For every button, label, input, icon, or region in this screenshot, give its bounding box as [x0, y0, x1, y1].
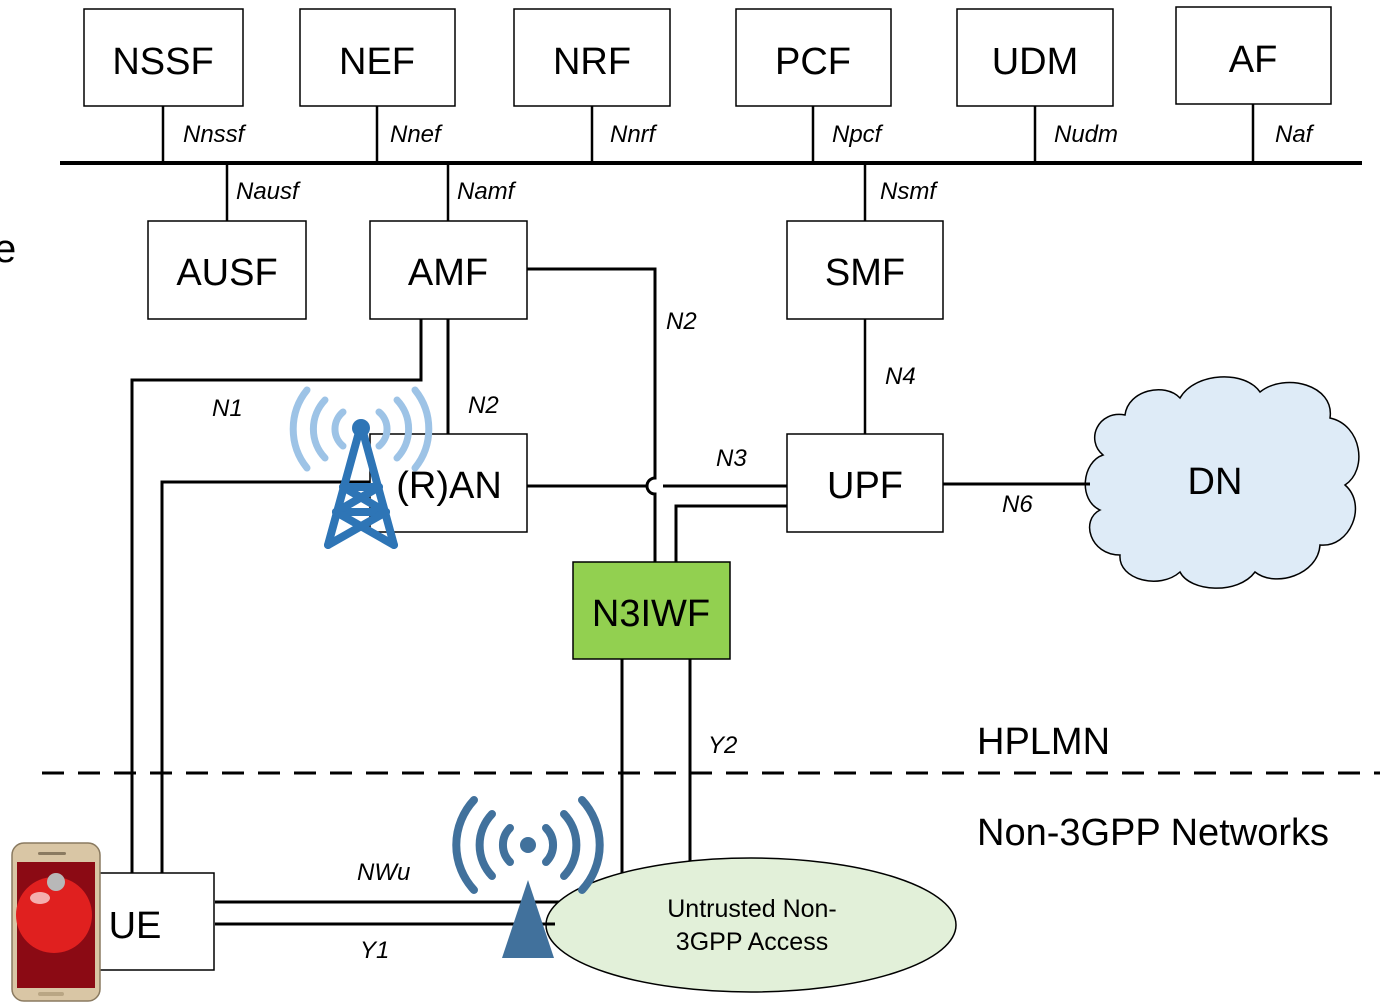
namf-label: Namf — [457, 178, 517, 205]
untrusted-access-label-line2: 3GPP Access — [676, 928, 828, 956]
smf-node: SMF — [786, 220, 944, 320]
nudm-label: Nudm — [1054, 121, 1118, 148]
nausf-label: Nausf — [236, 178, 301, 205]
nnef-label: Nnef — [390, 121, 443, 148]
n1-label: N1 — [212, 395, 243, 422]
nsmf-label: Nsmf — [880, 178, 938, 205]
cropped-edge-text: e — [0, 227, 16, 271]
udm-node: UDM — [956, 8, 1114, 107]
smartphone-icon — [11, 842, 101, 1002]
nssf-label: NSSF — [112, 41, 213, 83]
upf-label: UPF — [827, 465, 903, 507]
nef-label: NEF — [339, 41, 415, 83]
nwu-label: NWu — [357, 859, 410, 886]
n4-label: N4 — [885, 363, 916, 390]
n2-n3iwf-label: N2 — [666, 308, 697, 335]
untrusted-access-node: Untrusted Non- 3GPP Access — [545, 857, 957, 993]
hplmn-label: HPLMN — [977, 721, 1110, 763]
ausf-node: AUSF — [147, 220, 307, 320]
nnrf-label: Nnrf — [610, 121, 658, 148]
nrf-node: NRF — [513, 8, 671, 107]
y2-label: Y2 — [708, 732, 737, 759]
af-label: AF — [1229, 39, 1278, 81]
n3-n3iwf-link — [674, 504, 787, 562]
non3gpp-label: Non-3GPP Networks — [977, 812, 1329, 854]
udm-label: UDM — [992, 41, 1079, 83]
n2-n3iwf-link — [527, 267, 657, 562]
nnssf-label: Nnssf — [183, 121, 247, 148]
n3iwf-node: N3IWF — [572, 561, 731, 660]
ran-label: (R)AN — [396, 465, 502, 507]
ue-label: UE — [109, 905, 162, 947]
top-connectors — [161, 104, 1255, 163]
n2-ran-label: N2 — [468, 392, 499, 419]
n1-link — [130, 319, 423, 875]
amf-node: AMF — [369, 220, 528, 320]
upf-node: UPF — [786, 433, 944, 533]
ue-ran-link — [160, 480, 370, 875]
y1-label: Y1 — [360, 937, 389, 964]
dn-cloud: DN — [1084, 376, 1360, 589]
pcf-node: PCF — [735, 8, 892, 107]
cell-tower-icon — [289, 386, 433, 549]
npcf-label: Npcf — [832, 121, 884, 148]
nef-node: NEF — [299, 8, 456, 107]
bus-drops — [225, 163, 867, 221]
amf-label: AMF — [408, 252, 488, 294]
smf-label: SMF — [825, 252, 905, 294]
naf-label: Naf — [1275, 121, 1315, 148]
ran-node: (R)AN — [369, 433, 528, 533]
af-node: AF — [1175, 6, 1332, 105]
n3iwf-label: N3IWF — [592, 593, 710, 635]
nwu-link — [215, 659, 624, 904]
pcf-label: PCF — [775, 41, 851, 83]
n6-label: N6 — [1002, 491, 1033, 518]
dn-label: DN — [1188, 461, 1243, 503]
wifi-access-point-icon — [452, 796, 604, 958]
ausf-label: AUSF — [176, 252, 277, 294]
untrusted-access-label-line1: Untrusted Non- — [667, 895, 837, 923]
ue-node: UE — [95, 872, 215, 971]
nssf-node: NSSF — [83, 8, 244, 107]
n3-label: N3 — [716, 445, 747, 472]
nrf-label: NRF — [553, 41, 631, 83]
